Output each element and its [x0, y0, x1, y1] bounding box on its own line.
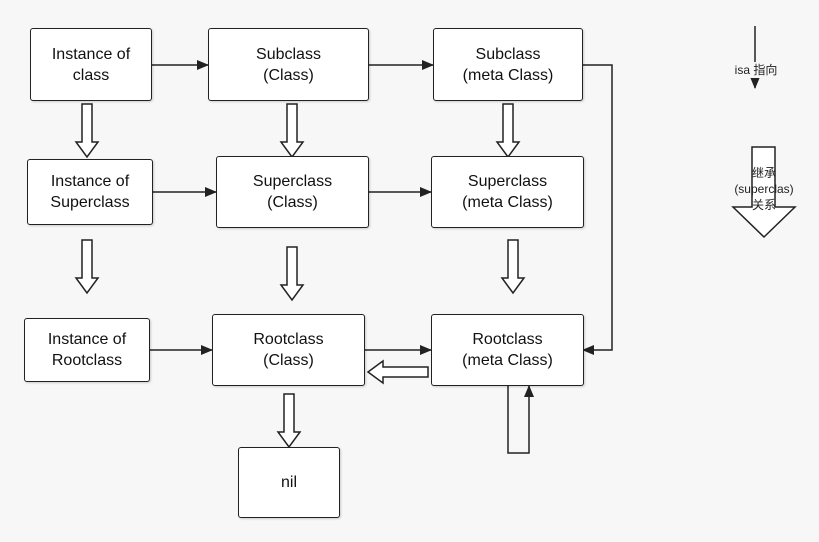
node-rootclass-meta-class: Rootclass (meta Class): [431, 314, 584, 386]
legend-inherit-label: 继承 (superclas) 关系: [734, 166, 794, 212]
inherit-arrow-subclass-to-superclass: [279, 103, 305, 159]
inherit-arrow-superclass-meta-to-root-meta: [500, 239, 526, 295]
node-subclass-meta-class: Subclass (meta Class): [433, 28, 583, 101]
legend-isa-label: isa 指向: [728, 62, 784, 78]
node-instance-of-rootclass: Instance of Rootclass: [24, 318, 150, 382]
node-superclass-class: Superclass (Class): [216, 156, 369, 228]
isa-arrow-subclass-meta-to-root-meta: [582, 64, 613, 355]
inherit-arrow-instance-superclass-to-instance-rootclass: [74, 239, 100, 295]
node-nil: nil: [238, 447, 340, 518]
node-instance-of-class: Instance of class: [30, 28, 152, 101]
node-superclass-meta-class: Superclass (meta Class): [431, 156, 584, 228]
inherit-arrow-rootclass-to-nil: [276, 393, 302, 449]
node-subclass-class: Subclass (Class): [208, 28, 369, 101]
isa-loop-root-meta-self: [507, 385, 534, 454]
inherit-arrow-instance-class-to-instance-superclass: [74, 103, 100, 159]
inherit-arrow-root-meta-to-rootclass: [366, 359, 429, 385]
node-instance-of-superclass: Instance of Superclass: [27, 159, 153, 225]
node-rootclass-class: Rootclass (Class): [212, 314, 365, 386]
inherit-arrow-superclass-to-rootclass: [279, 246, 305, 302]
legend-inherit-arrow: [731, 146, 797, 239]
inherit-arrow-subclass-meta-to-superclass-meta: [495, 103, 521, 159]
